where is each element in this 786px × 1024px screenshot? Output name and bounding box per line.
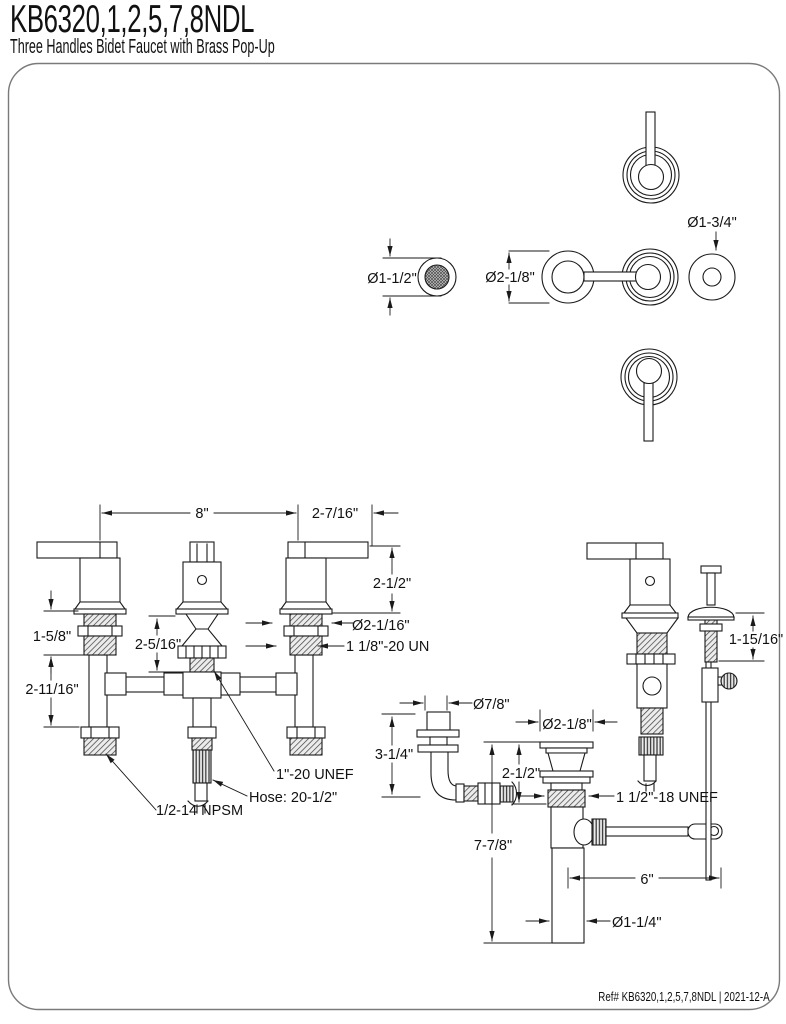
dim-label-elbow-height: 3-1/4" (375, 747, 413, 763)
callout-inlet-thread: 1/2-14 NPSM (105, 753, 243, 819)
page-title: KB6320,1,2,5,7,8NDL (10, 0, 255, 41)
dim-label-drain-flange-height: 2-1/2" (502, 766, 540, 782)
faucet-left-handle (36, 541, 127, 756)
dim-label-spout-shank: 2-5/16" (135, 637, 181, 653)
reference-number: Ref# KB6320,1,2,5,7,8NDL | 2021-12-A (598, 990, 770, 1004)
dim-label-lift-rod-drop: 1-15/16" (729, 632, 783, 648)
dimension-handle-spread: 8" 2-7/16" (99, 504, 399, 546)
dimension-handle-height: 2-1/2" (332, 545, 411, 614)
dim-label-tailpiece-diameter: Ø1-1/4" (612, 915, 661, 931)
dimension-lift-rod-drop: 1-15/16" (718, 612, 783, 662)
dim-label-inlet-thread: 1/2-14 NPSM (156, 803, 243, 819)
dimension-inlet-drop: 2-11/16" (25, 656, 80, 728)
faucet-supply-lines (104, 672, 298, 696)
dim-label-shank-upper: 1-5/8" (33, 629, 71, 645)
dimension-rod-length: 6" (567, 867, 722, 889)
dim-label-handle-shank-thread: 1 1/8"-20 UN (346, 639, 429, 655)
dim-label-rod-length: 6" (640, 872, 653, 888)
dimension-drain-flange-height: 2-1/2" (502, 744, 547, 805)
popup-lift-rod (687, 565, 738, 881)
dimension-elbow-height: 3-1/4" (375, 713, 421, 798)
dimension-spray-tip: Ø7/8" (399, 695, 510, 713)
faucet-spout (175, 541, 229, 814)
dim-label-hose-length: Hose: 20-1/2" (249, 790, 337, 806)
dim-label-spray-tip: Ø7/8" (473, 697, 510, 713)
dimension-drain-overall-height: 7-7/8" (474, 741, 552, 944)
dimension-spout-shank: 2-5/16" (135, 615, 183, 673)
dimension-base-diameter: Ø2-1/16" (245, 618, 410, 634)
dimension-drain-flange-diameter: Ø2-1/8" (515, 709, 618, 733)
faucet-right-handle (279, 541, 369, 756)
drawing-border (7, 62, 781, 1011)
escutcheon-top-view: Ø2-1/8" (485, 250, 595, 304)
callout-hose-length: Hose: 20-1/2" (212, 779, 337, 806)
dim-label-flange-diameter: Ø1-3/4" (687, 215, 736, 231)
dim-label-spread: 8" (195, 506, 208, 522)
dim-label-aerator-diameter: Ø1-1/2" (367, 271, 416, 287)
dim-label-base-diameter: Ø2-1/16" (352, 618, 410, 634)
popup-valve (586, 542, 680, 792)
dim-label-reach: 2-7/16" (312, 506, 358, 522)
flange-top-view: Ø1-3/4" (687, 215, 737, 301)
dim-label-drain-overall-height: 7-7/8" (474, 838, 512, 854)
dim-label-inlet-drop: 2-11/16" (25, 682, 78, 698)
dim-label-drain-flange-diameter: Ø2-1/8" (542, 717, 591, 733)
popup-spout-elbow (416, 711, 518, 806)
handle-top-view-down (620, 348, 678, 442)
dimension-tailpiece-diameter: Ø1-1/4" (525, 915, 661, 931)
dim-label-escutcheon-diameter: Ø2-1/8" (485, 270, 534, 286)
dimension-drain-thread: 1 1/2"-18 UNEF (519, 790, 718, 806)
dimension-shank-upper: 1-5/8" (33, 590, 87, 674)
page-subtitle: Three Handles Bidet Faucet with Brass Po… (10, 36, 275, 58)
dim-label-handle-height: 2-1/2" (373, 576, 411, 592)
handle-top-view-side (583, 248, 679, 306)
aerator-top-view: Ø1-1/2" (367, 238, 457, 316)
dim-label-drain-thread: 1 1/2"-18 UNEF (616, 790, 718, 806)
handle-top-view-up (622, 111, 680, 204)
popup-drain-body (539, 741, 723, 944)
dim-label-spout-thread: 1"-20 UNEF (276, 767, 354, 783)
callout-spout-thread: 1"-20 UNEF (213, 670, 354, 783)
dimension-handle-shank-thread: 1 1/8"-20 UN (245, 639, 429, 655)
